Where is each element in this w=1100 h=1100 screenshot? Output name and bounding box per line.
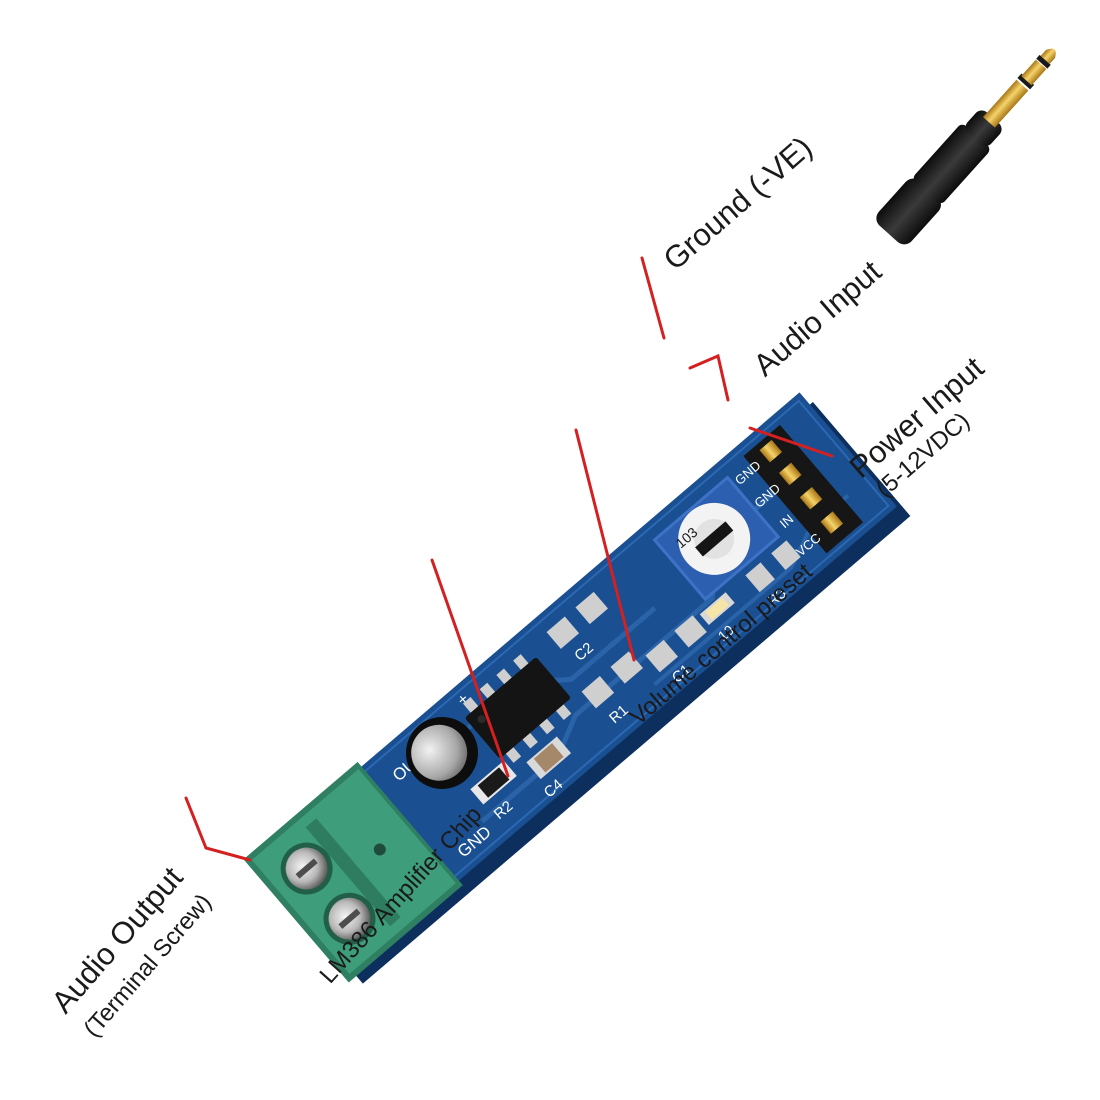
terminal-hole bbox=[373, 843, 386, 856]
leader-chip bbox=[430, 558, 510, 778]
plug-sleeve bbox=[983, 79, 1029, 128]
leader-power-input bbox=[748, 426, 834, 458]
leader-ground bbox=[640, 256, 666, 340]
leader-volume-preset bbox=[574, 428, 636, 662]
audio-jack-plug bbox=[876, 48, 1056, 245]
leader-audio-output bbox=[184, 796, 252, 862]
lm386-module-board: OUT GND + R2 C4 bbox=[243, 392, 911, 984]
plug-insulator-ring bbox=[1017, 73, 1035, 90]
plug-strain-relief bbox=[876, 178, 941, 245]
volume-potentiometer: 103 bbox=[652, 475, 781, 602]
plug-tip bbox=[1040, 48, 1056, 64]
leader-lines bbox=[184, 256, 834, 862]
header-pin-gnd-2 bbox=[778, 462, 802, 486]
header-pin-gnd bbox=[759, 439, 783, 463]
plug-insulator-ring-2 bbox=[1036, 54, 1051, 69]
terminal-divider bbox=[305, 818, 401, 927]
leader-audio-input bbox=[688, 353, 730, 402]
terminal-screw-2 bbox=[323, 892, 376, 945]
plug-body bbox=[913, 124, 990, 204]
header-pin-in bbox=[799, 487, 823, 510]
terminal-screw-1 bbox=[280, 842, 333, 895]
header-pin-vcc bbox=[820, 511, 844, 534]
plug-ring bbox=[1021, 59, 1047, 86]
terminal-block bbox=[243, 761, 463, 983]
